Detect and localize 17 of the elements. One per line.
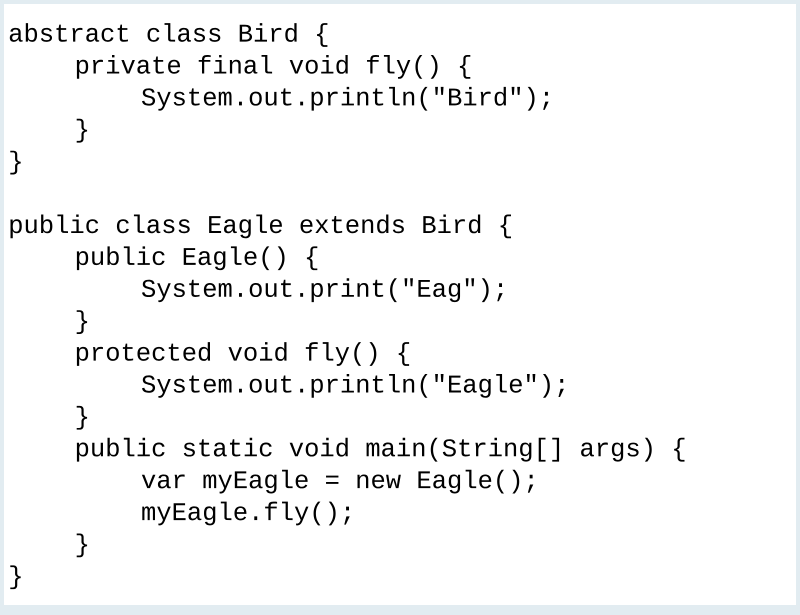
code-line: public Eagle() { — [76, 246, 318, 270]
code-line: } — [76, 118, 88, 143]
code-line: myEagle.fly(); — [142, 502, 350, 526]
code-line: public class Eagle extends Bird { — [10, 214, 511, 238]
code-line: var myEagle = new Eagle(); — [142, 470, 534, 494]
code-line: System.out.println("Bird"); — [142, 86, 549, 111]
code-line: } — [10, 150, 21, 174]
code-line: } — [10, 565, 21, 590]
code-line: } — [76, 310, 88, 334]
code-line: public static void main(String[] args) { — [76, 438, 684, 462]
code-line: private final void fly() { — [76, 55, 470, 79]
code-line: protected void fly() { — [76, 342, 410, 366]
code-line: abstract class Bird { — [10, 23, 328, 47]
code-line: System.out.println("Eagle"); — [142, 374, 564, 398]
code-line: } — [76, 406, 88, 430]
code-line: System.out.print("Eag"); — [142, 278, 503, 302]
code-line: } — [76, 534, 88, 558]
